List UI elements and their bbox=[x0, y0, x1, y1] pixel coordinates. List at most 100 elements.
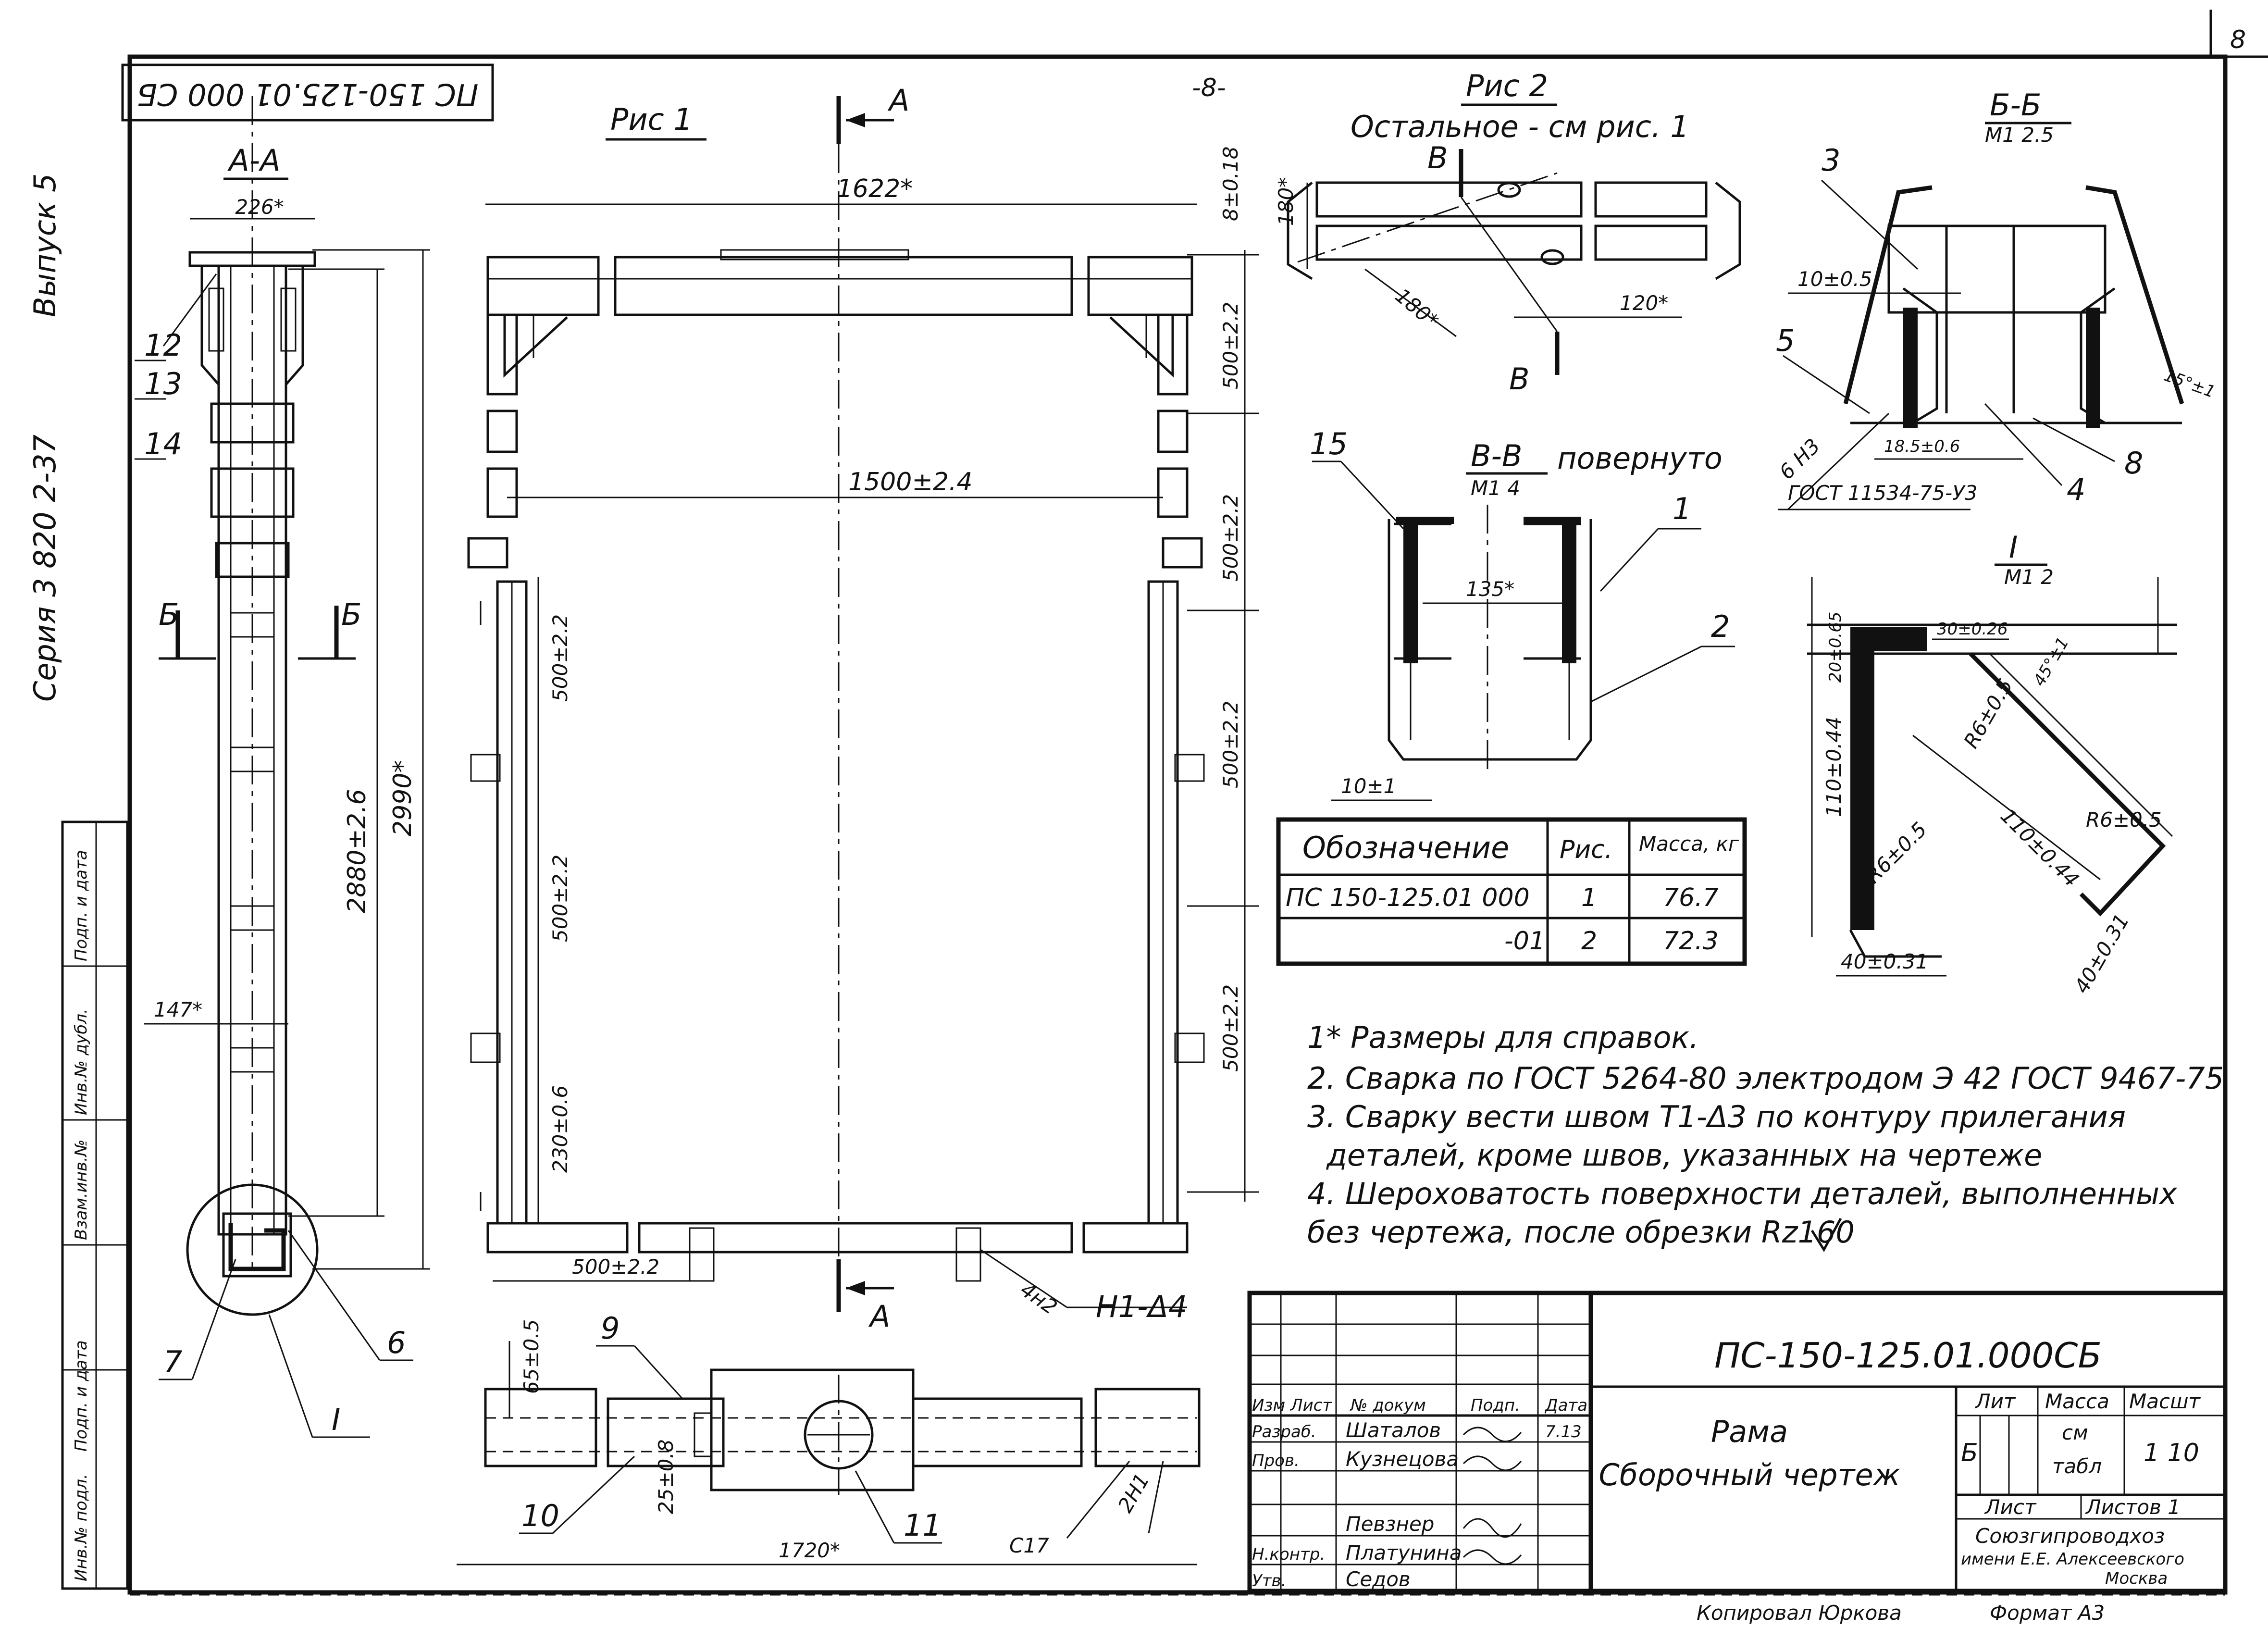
tb-name-1: Рама bbox=[1711, 1414, 1788, 1449]
aa-callout-i: I bbox=[332, 1402, 340, 1437]
aa-dim-2880: 2880±2.6 bbox=[343, 789, 372, 913]
fig1-dim-1500: 1500±2.4 bbox=[848, 468, 973, 497]
fig2-dim-180v: 180* bbox=[1274, 177, 1298, 226]
fig1-dim-left-2: 500±2.2 bbox=[548, 855, 572, 942]
bb-pos-4: 4 bbox=[2067, 472, 2085, 507]
tb-role-1: Разраб. bbox=[1252, 1422, 1316, 1441]
di-dim-40h: 40±0.31 bbox=[1841, 950, 1928, 973]
bb-title: Б-Б bbox=[1990, 87, 2041, 123]
footer-copied: Копировал Юркова bbox=[1697, 1601, 1902, 1625]
aa-pos-6: 6 bbox=[387, 1325, 406, 1360]
tb-org-1: Союзгипроводхоз bbox=[1975, 1524, 2165, 1548]
fig1-bottom-view: 65±0.5 25±0.8 1720* 9 10 11 С17 2Н1 bbox=[457, 1311, 1201, 1565]
di-dim-r6a: R6±0.5 bbox=[1959, 675, 2017, 752]
signature-scribble-3 bbox=[1462, 1518, 1522, 1538]
vv-pos-2: 2 bbox=[1711, 609, 1730, 644]
fig2-view: Рис 2 Остальное - см рис. 1 В В 180* 180… bbox=[1274, 68, 1741, 397]
fig1-dim-right-2: 500±2.2 bbox=[1219, 494, 1242, 582]
aa-dim-226: 226* bbox=[235, 195, 284, 219]
bv-pos-10: 10 bbox=[521, 1498, 559, 1533]
tb-mass-label: Масса bbox=[2045, 1390, 2109, 1413]
bb-pos-5: 5 bbox=[1776, 323, 1795, 358]
note-4: 4. Шероховатость поверхности деталей, вы… bbox=[1307, 1176, 2178, 1211]
di-dim-20: 20±0.65 bbox=[1826, 612, 1845, 683]
aa-pos-7: 7 bbox=[163, 1344, 182, 1379]
note-3: 3. Сварку вести швом Т1-Δ3 по контуру пр… bbox=[1307, 1099, 2126, 1134]
fig1-weld-label: 4н2 bbox=[1016, 1278, 1061, 1319]
strip-label-2: Подп. и дата bbox=[72, 1340, 91, 1452]
detail-i-title: I bbox=[2009, 530, 2018, 565]
bv-pos-11: 11 bbox=[904, 1508, 942, 1543]
signature-scribble-2 bbox=[1462, 1455, 1522, 1471]
aa-pos-13: 13 bbox=[144, 366, 182, 401]
fig1-cut-a-top: А bbox=[887, 83, 909, 118]
signature-scribble-4 bbox=[1462, 1549, 1522, 1565]
mass-header-mass: Масса, кг bbox=[1639, 832, 1739, 856]
tb-scale-label: Масшт bbox=[2129, 1390, 2201, 1413]
fig1-dim-8: 8±0.18 bbox=[1219, 147, 1242, 221]
mass-row2-fig: 2 bbox=[1581, 927, 1597, 956]
bv-label-2n1: 2Н1 bbox=[1113, 1469, 1154, 1516]
tb-sheets-label: Листов 1 bbox=[2085, 1495, 2181, 1519]
technical-notes: 1* Размеры для справок. 2. Сварка по ГОС… bbox=[1307, 1020, 2224, 1252]
fig1-frame-view: Рис 1 А А 1622* bbox=[467, 83, 1259, 1334]
series-label: Серия 3 820 2-37 bbox=[27, 435, 62, 702]
tb-role-4: Н.контр. bbox=[1252, 1545, 1325, 1564]
note-1: 1* Размеры для справок. bbox=[1307, 1020, 1699, 1055]
sheet-frame bbox=[127, 10, 2268, 1596]
section-aa: А-А 226* Б Б bbox=[135, 96, 430, 1438]
section-aa-title: А-А bbox=[227, 143, 280, 178]
fig1-dim-bottom-500: 500±2.2 bbox=[572, 1255, 659, 1279]
left-signature-strip: Инв.№ подл. Подп. и дата Взам.инв.№ Инв.… bbox=[61, 820, 129, 1590]
mass-header-fig: Рис. bbox=[1560, 835, 1612, 864]
fig1-cut-a-bottom: А bbox=[868, 1299, 890, 1334]
tb-person-3: Певзнер bbox=[1346, 1512, 1434, 1536]
di-angle: 45°±1 bbox=[2030, 634, 2073, 690]
mass-row2-designation: -01 bbox=[1504, 927, 1545, 956]
tb-sheet-label: Лист bbox=[1984, 1495, 2037, 1519]
detail-i: I М1 2 30±0.26 20±0.65 110±0.44 45°±1 R6… bbox=[1807, 530, 2177, 997]
vv-scale: М1 4 bbox=[1471, 476, 1520, 500]
tb-lit-label: Лит bbox=[1974, 1390, 2016, 1413]
tb-role-2: Пров. bbox=[1252, 1451, 1300, 1470]
vv-rotated: повернуто bbox=[1557, 441, 1723, 476]
bv-label-c17: С17 bbox=[1009, 1534, 1049, 1557]
bb-pos-3: 3 bbox=[1822, 143, 1840, 178]
tb-name-2: Сборочный чертеж bbox=[1599, 1457, 1900, 1492]
di-dim-110diag: 110±0.44 bbox=[1996, 804, 2083, 891]
vv-pos-15: 15 bbox=[1310, 426, 1348, 461]
mass-row2-mass: 72.3 bbox=[1663, 927, 1719, 956]
fig1-dim-right-1: 500±2.2 bbox=[1219, 302, 1242, 389]
title-block: Изм Лист № докум Подп. Дата Разраб. Пров… bbox=[1247, 1291, 2228, 1593]
footer-format: Формат А3 bbox=[1990, 1601, 2105, 1625]
aa-dim-2990: 2990* bbox=[388, 760, 417, 836]
strip-label-1: Инв.№ подл. bbox=[72, 1474, 91, 1581]
mass-header-designation: Обозначение bbox=[1302, 830, 1509, 865]
fig1-weld-note: Н1-Δ4 bbox=[1096, 1289, 1187, 1324]
fig1-dim-left-3: 230±0.6 bbox=[548, 1085, 572, 1173]
section-bb: Б-Б М1 2.5 10±0.5 18.5±0.6 15°±1 3 5 8 4… bbox=[1774, 87, 2218, 510]
fig1-dim-right-4: 500±2.2 bbox=[1219, 984, 1242, 1072]
tb-date-1: 7.13 bbox=[1545, 1422, 1582, 1441]
bb-gost: ГОСТ 11534-75-У3 bbox=[1788, 481, 1977, 505]
mass-row1-designation: ПС 150-125.01 000 bbox=[1286, 883, 1530, 912]
vv-pos-1: 1 bbox=[1673, 491, 1691, 526]
tb-person-2: Кузнецова bbox=[1346, 1447, 1459, 1471]
aa-pos-14: 14 bbox=[144, 426, 182, 461]
tb-mass-value-1: см bbox=[2062, 1421, 2088, 1444]
fig2-dim-120: 120* bbox=[1620, 291, 1668, 315]
fig1-title: Рис 1 bbox=[610, 102, 693, 137]
bb-scale: М1 2.5 bbox=[1985, 123, 2054, 147]
aa-cut-b-left: Б bbox=[159, 597, 179, 632]
note-3b: деталей, кроме швов, указанных на чертеж… bbox=[1326, 1138, 2042, 1173]
bb-dim-10: 10±0.5 bbox=[1797, 267, 1872, 291]
di-dim-30: 30±0.26 bbox=[1937, 620, 2008, 639]
tb-lit-value: Б bbox=[1961, 1439, 1978, 1467]
bv-dim-65: 65±0.5 bbox=[520, 1319, 543, 1394]
signature-scribble-1 bbox=[1462, 1427, 1522, 1442]
aa-pos-12: 12 bbox=[144, 328, 182, 363]
tb-mass-value-2: табл bbox=[2052, 1454, 2102, 1478]
fig2-dim-180diag: 180* bbox=[1391, 284, 1443, 333]
bb-weld-label: 6 Н3 bbox=[1774, 434, 1824, 484]
